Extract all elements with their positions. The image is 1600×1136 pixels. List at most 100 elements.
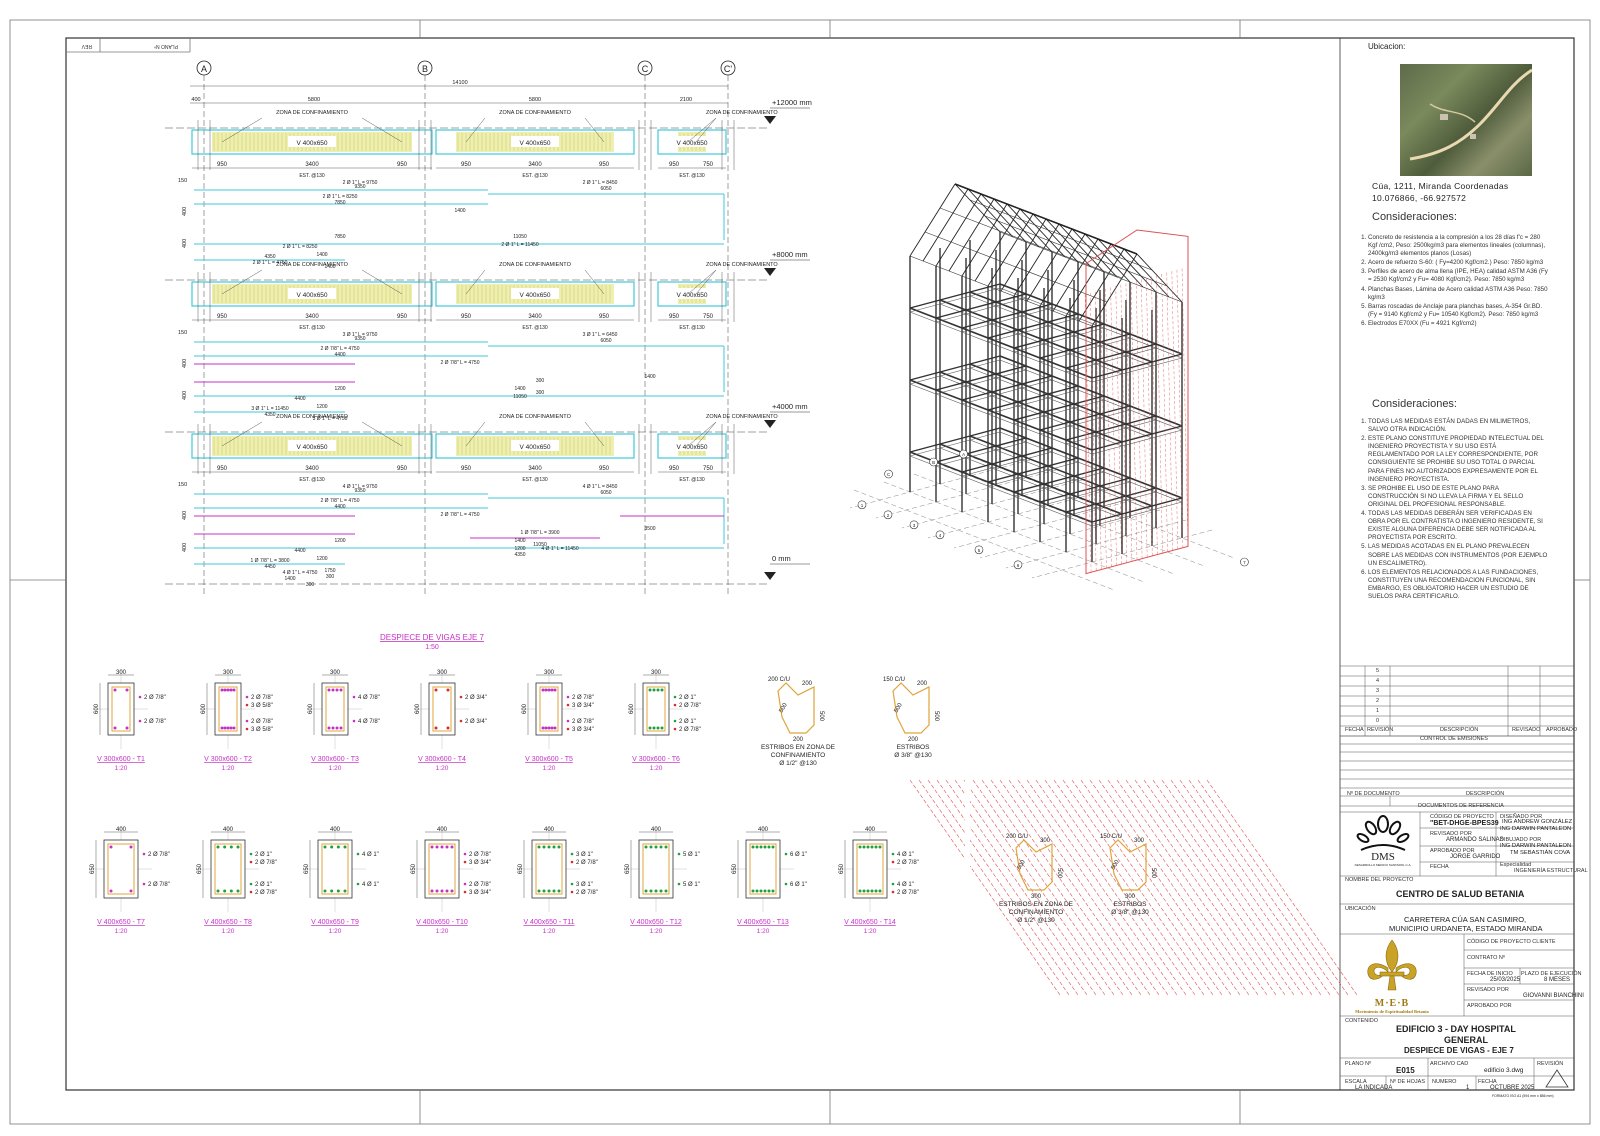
revision-number: 4 xyxy=(1376,678,1380,684)
side-dim-400: 400 xyxy=(182,239,188,248)
numero-value: 1 xyxy=(1466,1085,1470,1091)
iso-beam-long-b xyxy=(969,367,1153,439)
hatch-line xyxy=(963,779,1115,996)
rebar-dot xyxy=(550,726,554,730)
stirrup-label-3: Ø 1/2" @130 xyxy=(1017,917,1055,924)
rebar-dot xyxy=(755,845,759,849)
rebar-dot xyxy=(331,688,335,692)
legend-dot xyxy=(673,703,677,707)
zone-leader xyxy=(584,421,605,447)
revision-triangle-icon xyxy=(1544,1068,1570,1093)
iso-beam-long-b xyxy=(969,439,1153,511)
map-road-icon xyxy=(1409,68,1532,161)
revision-number: 2 xyxy=(1376,698,1380,704)
beam-label-bg xyxy=(668,440,716,451)
rebar-dot xyxy=(547,889,551,893)
rebar-dot xyxy=(552,889,556,893)
hatch-mask xyxy=(965,778,970,998)
zone-leader xyxy=(465,117,486,143)
rebar-dot xyxy=(547,845,551,849)
iso-rafter xyxy=(935,193,982,267)
location-map xyxy=(1400,64,1532,176)
beam-section-label: V 400x650 xyxy=(296,444,327,451)
rebar-dot xyxy=(125,688,129,692)
rebar-dot xyxy=(434,726,438,730)
iso-axis-bubble xyxy=(974,545,984,555)
doc-header-desc: DESCRIPCIÓN xyxy=(1466,791,1505,797)
considerations-title-2: Consideraciones: xyxy=(1372,398,1457,410)
section-height-text: 650 xyxy=(732,863,738,874)
legend-dot xyxy=(245,695,249,699)
iso-beam-long xyxy=(969,435,1153,507)
iso-rafter xyxy=(1039,233,1086,307)
section-bot-bars: 2 Ø 1" xyxy=(255,882,272,888)
legend-dot xyxy=(356,852,360,856)
iso-beam-cross xyxy=(987,385,1079,411)
conf-dim: 950 xyxy=(461,314,472,320)
beam-outline xyxy=(657,433,727,459)
section-width-text: 300 xyxy=(437,670,448,676)
rebar-dot xyxy=(866,845,870,849)
mid-dim: 3400 xyxy=(528,466,542,472)
rebar-dot xyxy=(236,889,240,893)
revision-number: 0 xyxy=(1376,718,1380,724)
section-stirrup xyxy=(432,686,452,732)
side-dim-150: 150 xyxy=(178,178,187,184)
iso-beam-long xyxy=(939,371,1123,443)
archivo-label: ARCHIVO CAD xyxy=(1430,1061,1469,1067)
contenido-3: DESPIECE DE VIGAS - EJE 7 xyxy=(1404,1046,1514,1055)
legend-dot xyxy=(566,695,570,699)
mid-dim: 3400 xyxy=(528,314,542,320)
side-dim-150: 150 xyxy=(178,330,187,336)
iso-purlin xyxy=(954,183,1138,255)
iso-rafter xyxy=(980,193,1027,243)
section-name: V 300x600 - T5 xyxy=(525,756,573,763)
iso-hatch xyxy=(1146,275,1153,556)
ubicacion-tb-label: UBICACIÓN xyxy=(1345,906,1376,912)
formato: FORMATO ISO A1 (594 mm x 886 mm) xyxy=(1492,1094,1554,1098)
section-scale: 1:20 xyxy=(222,928,235,935)
section-width-text: 400 xyxy=(330,827,341,833)
iso-purlin xyxy=(924,231,1108,303)
side-dim-400: 400 xyxy=(182,359,188,368)
rebar-dot xyxy=(445,845,449,849)
section-bot-bars: 2 Ø 1" xyxy=(679,719,696,725)
project-name: CENTRO DE SALUD BETANIA xyxy=(1396,889,1525,899)
iso-hatch xyxy=(1166,270,1173,551)
rebar-label: 1200 xyxy=(514,546,525,552)
despiece-scale: 1:50 xyxy=(425,644,439,651)
rebar-dot xyxy=(236,845,240,849)
rebar-label: 6050 xyxy=(600,338,611,344)
rebar-label: 1200 xyxy=(316,556,327,562)
cons1-item: Perfiles de acero de alma llena (IPE, HE… xyxy=(1368,268,1548,284)
section-height-text: 600 xyxy=(94,703,100,714)
section-bot-bars-2: 2 Ø 7/8" xyxy=(679,727,701,733)
iso-rafter xyxy=(1045,218,1092,268)
nombre-label: NOMBRE DEL PROYECTO xyxy=(1345,877,1414,883)
fecha2-label: FECHA xyxy=(1478,1079,1497,1085)
rebar-label: 2 Ø 1" L = 4750 xyxy=(253,260,288,266)
rebar-label: 300 xyxy=(326,574,335,580)
stirrup-width: 300 xyxy=(1040,838,1051,844)
rebar-label: 4 Ø 1" L = 9750 xyxy=(343,484,378,490)
stirrup-label-1: ESTRIBOS xyxy=(897,744,931,751)
section-scale: 1:20 xyxy=(115,928,128,935)
revision-header: REVISIÓN xyxy=(1367,727,1394,733)
rebar-dot xyxy=(537,889,541,893)
section-top-bars-2: 3 Ø 3/4" xyxy=(469,860,491,866)
rebar-label: 9350 xyxy=(354,488,365,494)
section-outline xyxy=(852,839,888,899)
section-top-bars-2: 2 Ø 7/8" xyxy=(255,860,277,866)
contrato: CONTRATO Nº xyxy=(1467,955,1505,961)
side-dim-400: 400 xyxy=(182,511,188,520)
rebar-dot xyxy=(226,688,230,692)
codigo-value: "BET-DHGE-BPES39 xyxy=(1430,820,1499,827)
beam-section-label: V 400x650 xyxy=(296,292,327,299)
cons1-item: Concreto de resistencia a la compresión … xyxy=(1368,234,1548,258)
section-width-text: 400 xyxy=(865,827,876,833)
